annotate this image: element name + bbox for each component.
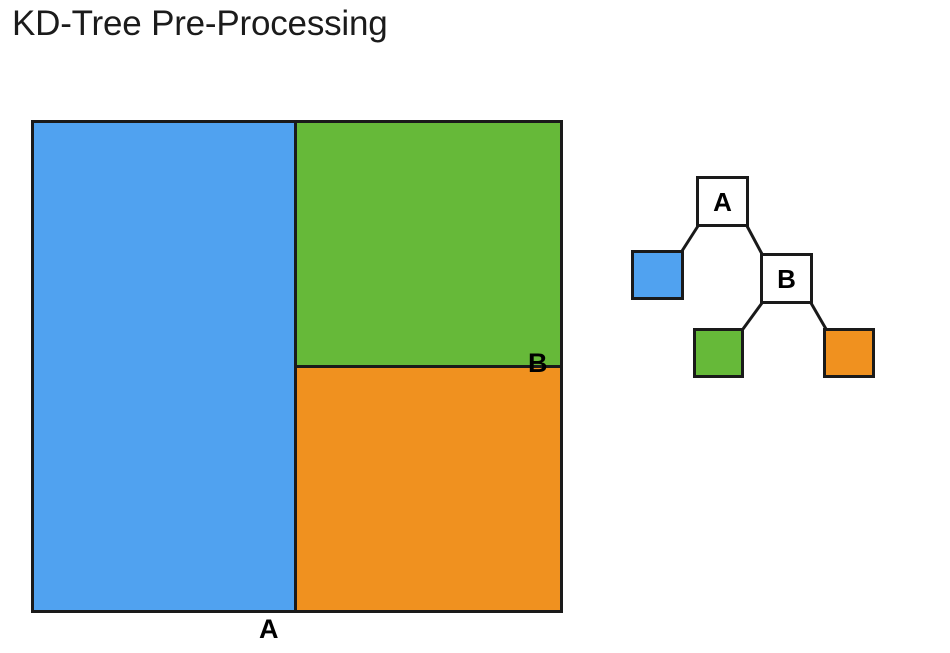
tree-edge-b-orange	[809, 301, 828, 331]
tree-edge-a-b	[745, 224, 764, 256]
tree-leaf-orange[interactable]	[823, 328, 875, 378]
tree-node-b-label: B	[777, 264, 796, 294]
tree-edge-b-green	[741, 301, 764, 331]
tree-leaf-green[interactable]	[693, 328, 744, 378]
tree-leaf-blue[interactable]	[631, 250, 684, 300]
partition-split-label-b: B	[528, 348, 548, 378]
partition-region-blue	[31, 120, 297, 613]
kd-tree-space-partition	[31, 120, 563, 613]
partition-region-green	[294, 120, 563, 368]
partition-split-label-a: A	[259, 614, 279, 644]
tree-edge-a-blue	[680, 224, 700, 253]
tree-node-b[interactable]: B	[760, 253, 813, 304]
kd-tree-structure: A B	[620, 165, 895, 390]
partition-region-orange	[294, 365, 563, 613]
tree-edges-group	[680, 224, 828, 331]
tree-node-a[interactable]: A	[696, 176, 749, 227]
page-title: KD-Tree Pre-Processing	[12, 4, 388, 43]
tree-node-a-label: A	[713, 187, 732, 217]
